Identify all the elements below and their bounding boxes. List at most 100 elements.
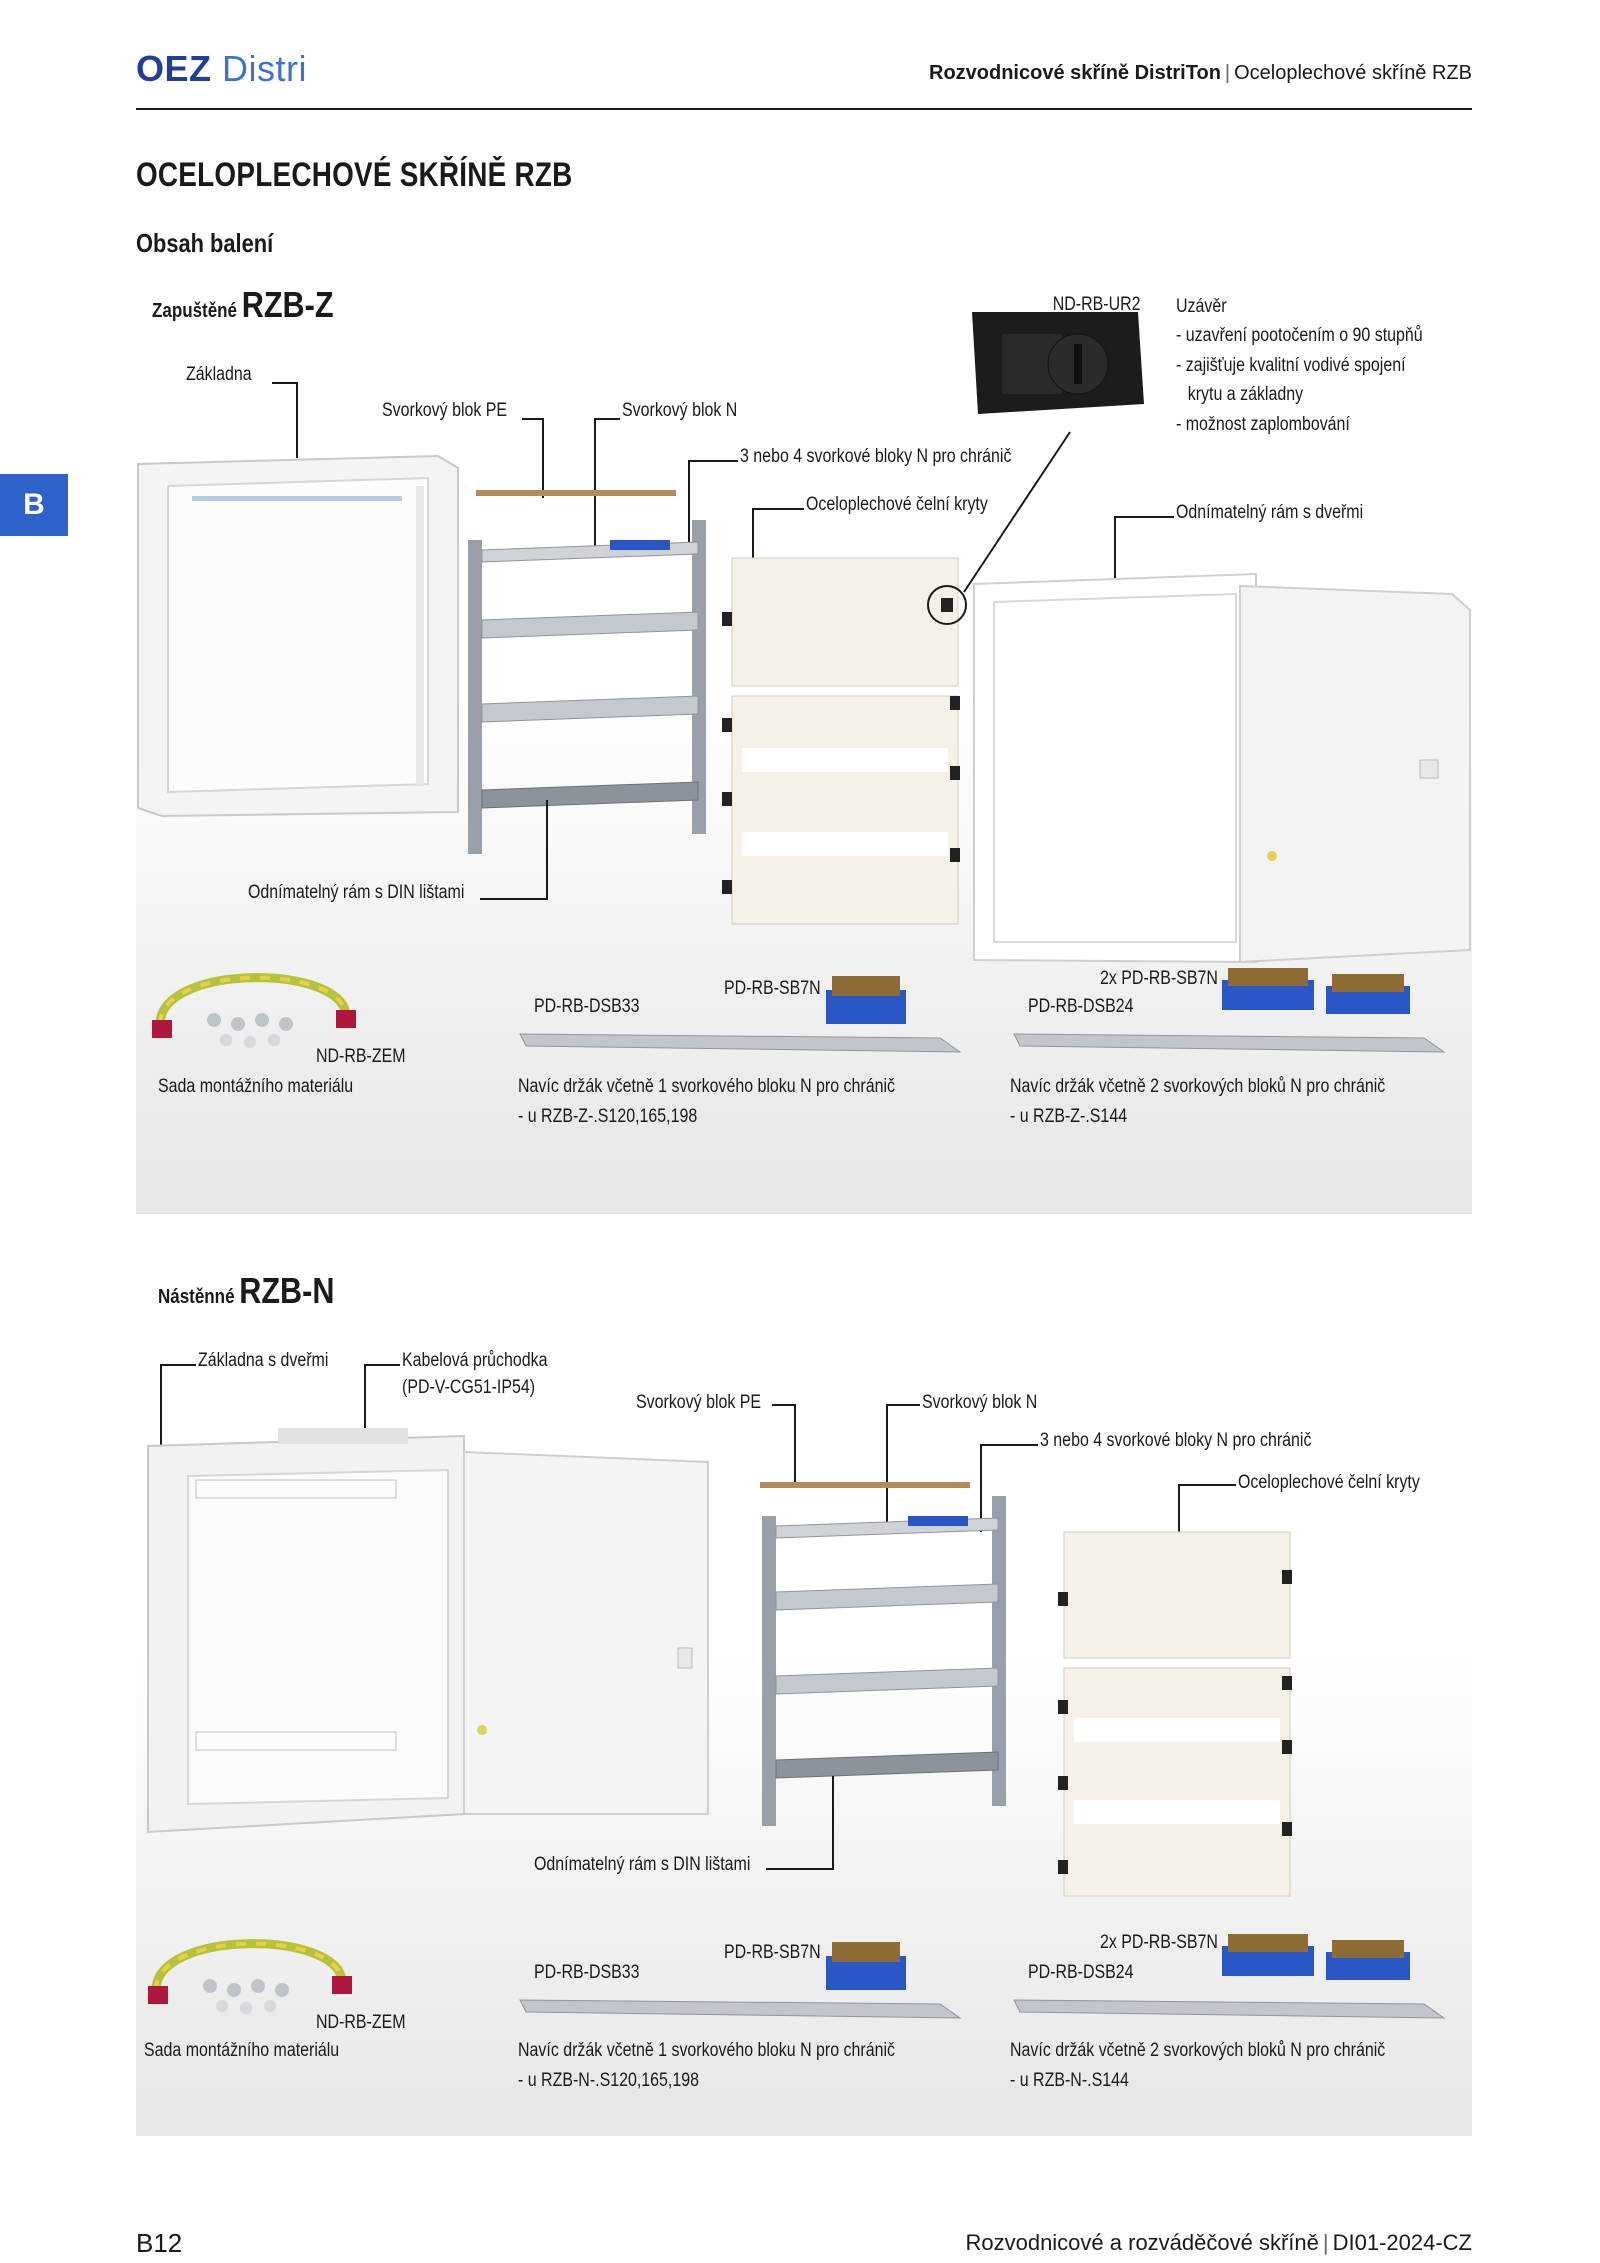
label-2x-pd-rb-sb7n-n: 2x PD-RB-SB7N bbox=[1100, 1932, 1218, 1953]
leader-line bbox=[752, 508, 754, 572]
label-zakladna: Základna bbox=[186, 364, 252, 385]
label-kabelova-line1: Kabelová průchodka bbox=[402, 1350, 548, 1371]
terminal-block-n-icon bbox=[1222, 1934, 1314, 1976]
rzb-z-base-illustration bbox=[137, 454, 459, 818]
rzb-n-covers-illustration bbox=[1058, 1531, 1292, 1897]
leader-line bbox=[364, 1364, 366, 1440]
breadcrumb-separator: | bbox=[1224, 62, 1231, 84]
logo-oez: OEZ bbox=[136, 48, 212, 89]
breadcrumb-main: Rozvodnicové skříně DistriTon bbox=[929, 62, 1221, 84]
uzaver-line: - možnost zaplombování bbox=[1176, 413, 1350, 435]
leader-line bbox=[1178, 1484, 1180, 1546]
uzaver-line: - uzavření pootočením o 90 stupňů bbox=[1176, 325, 1423, 347]
dsb33-bracket-illustration bbox=[519, 1999, 962, 2019]
rzb-z-door-frame-illustration bbox=[973, 572, 1471, 964]
label-zakladna-dvere: Základna s dveřmi bbox=[198, 1350, 329, 1371]
leader-line bbox=[594, 418, 596, 546]
label-navic2-n: Navíc držák včetně 2 svorkových bloků N … bbox=[1010, 2040, 1386, 2061]
label-pd-rb-dsb24-n: PD-RB-DSB24 bbox=[1028, 1962, 1134, 1983]
logo-distri: Distri bbox=[222, 48, 308, 89]
label-navic1: Navíc držák včetně 1 svorkového bloku N … bbox=[518, 1076, 896, 1097]
dsb33-bracket-illustration bbox=[519, 1033, 962, 1053]
leader-line bbox=[160, 1364, 196, 1366]
leader-line bbox=[980, 1444, 982, 1532]
leader-line bbox=[1114, 516, 1174, 518]
label-navic1-n: Navíc držák včetně 1 svorkového bloku N … bbox=[518, 2040, 896, 2061]
rzb-n-din-frame-illustration bbox=[760, 1482, 1006, 1826]
label-nd-rb-zem-n: ND-RB-ZEM bbox=[316, 2012, 406, 2033]
label-bloky-n: 3 nebo 4 svorkové bloky N pro chránič bbox=[740, 446, 1012, 467]
label-pd-rb-sb7n: PD-RB-SB7N bbox=[724, 978, 821, 999]
label-pd-rb-dsb33: PD-RB-DSB33 bbox=[534, 996, 640, 1017]
uzaver-title: Uzávěr bbox=[1176, 296, 1227, 317]
leader-line bbox=[1178, 1484, 1236, 1486]
nd-rb-ur2-lock-illustration bbox=[972, 312, 1144, 414]
uzaver-description: Uzávěr - uzavření pootočením o 90 stupňů… bbox=[1176, 292, 1423, 439]
leader-line bbox=[832, 1776, 834, 1870]
leader-line bbox=[522, 418, 544, 420]
oez-distri-logo: OEZ Distri bbox=[136, 48, 307, 90]
label-rzb-z: RZB-Z bbox=[241, 284, 334, 325]
dsb24-bracket-illustration bbox=[1013, 1033, 1446, 1053]
page-title: OCELOPLECHOVÉ SKŘÍNĚ RZB bbox=[136, 156, 573, 194]
terminal-block-n-icon bbox=[1326, 974, 1410, 1014]
terminal-block-n-icon bbox=[1222, 968, 1314, 1010]
label-navic2-sub: - u RZB-Z-.S144 bbox=[1010, 1106, 1128, 1127]
label-svorkovy-n: Svorkový blok N bbox=[622, 400, 738, 421]
leader-line bbox=[480, 898, 548, 900]
label-2x-pd-rb-sb7n: 2x PD-RB-SB7N bbox=[1100, 968, 1218, 989]
zem-kit-illustration bbox=[152, 973, 356, 1048]
terminal-block-n-icon bbox=[1326, 1940, 1410, 1980]
label-svorkovy-n-n: Svorkový blok N bbox=[922, 1392, 1038, 1413]
leader-line bbox=[364, 1364, 400, 1366]
header-breadcrumb: Rozvodnicové skříně DistriTon|Oceloplech… bbox=[929, 62, 1472, 85]
leader-line bbox=[546, 800, 548, 900]
lock-callout-circle bbox=[927, 585, 967, 625]
label-zapustene: Zapuštěné bbox=[152, 300, 238, 322]
label-navic1-sub-n: - u RZB-N-.S120,165,198 bbox=[518, 2070, 699, 2091]
section-rzb-n-label: Nástěnné RZB-N bbox=[158, 1270, 334, 1312]
section-rzb-z-label: Zapuštěné RZB-Z bbox=[152, 284, 334, 326]
rzb-z-din-frame-illustration bbox=[468, 490, 706, 854]
label-ram-din: Odnímatelný rám s DIN lištami bbox=[248, 882, 465, 903]
leader-line bbox=[688, 460, 738, 462]
leader-line bbox=[752, 508, 804, 510]
header-divider bbox=[136, 108, 1472, 110]
label-kryty-n: Oceloplechové čelní kryty bbox=[1238, 1472, 1420, 1493]
terminal-block-n-icon bbox=[826, 976, 906, 1024]
label-ram-dvere: Odnímatelný rám s dveřmi bbox=[1176, 502, 1364, 523]
label-navic2-sub-n: - u RZB-N-.S144 bbox=[1010, 2070, 1129, 2091]
label-pd-rb-dsb24: PD-RB-DSB24 bbox=[1028, 996, 1134, 1017]
leader-line bbox=[772, 1404, 796, 1406]
footer-separator: | bbox=[1322, 2230, 1329, 2255]
label-rzb-n: RZB-N bbox=[239, 1270, 335, 1311]
label-svorkovy-pe-n: Svorkový blok PE bbox=[636, 1392, 762, 1413]
leader-line bbox=[688, 460, 690, 546]
label-sada-n: Sada montážního materiálu bbox=[144, 2040, 340, 2061]
lock-leader-line bbox=[963, 431, 1071, 593]
page-number: B12 bbox=[136, 2228, 183, 2258]
label-kryty: Oceloplechové čelní kryty bbox=[806, 494, 988, 515]
leader-line bbox=[886, 1404, 920, 1406]
leader-line bbox=[1114, 516, 1116, 582]
chapter-tab: B bbox=[0, 474, 68, 536]
label-navic1-sub: - u RZB-Z-.S120,165,198 bbox=[518, 1106, 698, 1127]
terminal-block-n-icon bbox=[826, 1942, 906, 1990]
leader-line bbox=[886, 1404, 888, 1532]
label-bloky-n-n: 3 nebo 4 svorkové bloky N pro chránič bbox=[1040, 1430, 1312, 1451]
leader-line bbox=[980, 1444, 1038, 1446]
label-nd-rb-ur2: ND-RB-UR2 bbox=[1052, 294, 1140, 315]
leader-line bbox=[594, 418, 620, 420]
label-ram-din-n: Odnímatelný rám s DIN lištami bbox=[534, 1854, 751, 1875]
leader-line bbox=[766, 1868, 834, 1870]
label-pd-rb-dsb33-n: PD-RB-DSB33 bbox=[534, 1962, 640, 1983]
section-subtitle: Obsah balení bbox=[136, 228, 274, 258]
leader-line bbox=[542, 418, 544, 498]
label-nd-rb-zem: ND-RB-ZEM bbox=[316, 1046, 406, 1067]
rzb-n-cabinet-illustration bbox=[147, 1428, 709, 1834]
leader-line bbox=[272, 382, 298, 384]
leader-line bbox=[160, 1364, 162, 1448]
zem-kit-illustration bbox=[148, 1939, 352, 2014]
uzaver-line: - zajišťuje kvalitní vodivé spojení bbox=[1176, 354, 1406, 376]
label-kabelova: Kabelová průchodka (PD-V-CG51-IP54) bbox=[402, 1348, 548, 1401]
